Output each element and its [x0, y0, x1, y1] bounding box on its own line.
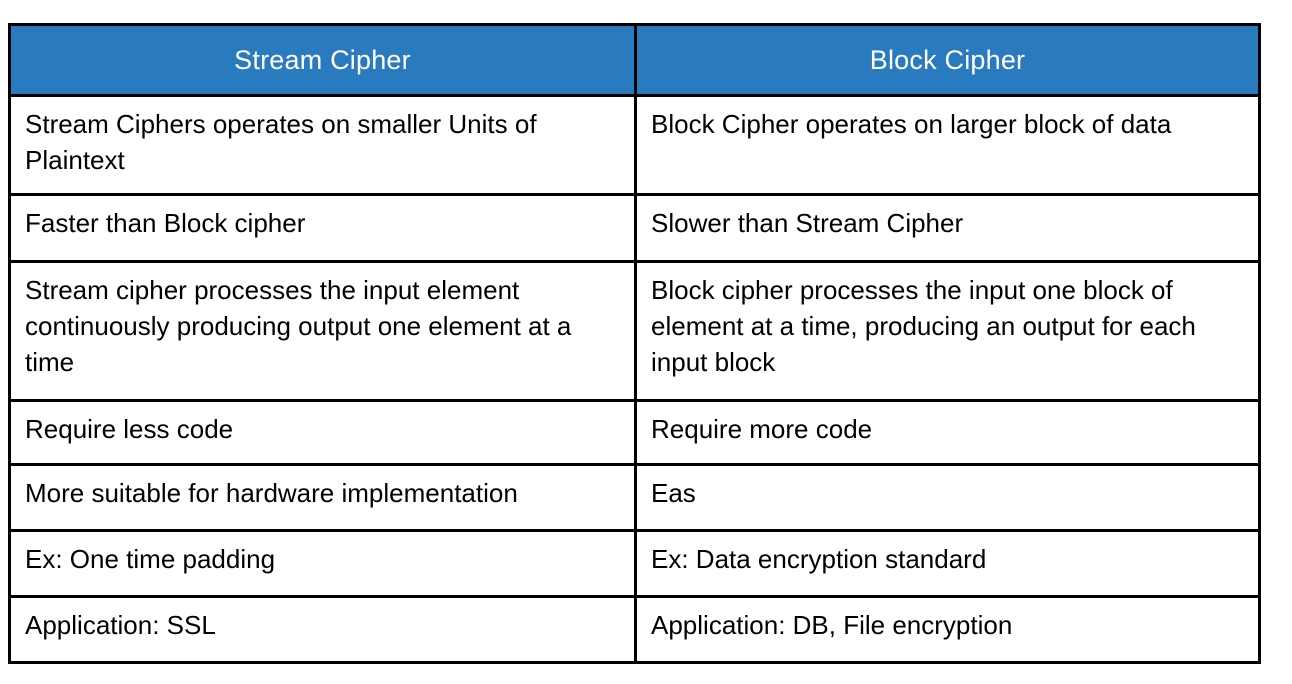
cell-block-cipher: Block Cipher operates on larger block of…: [634, 94, 1261, 196]
cell-stream-cipher: More suitable for hardware implementatio…: [8, 463, 637, 532]
cell-block-cipher: Eas: [634, 463, 1261, 532]
table-row: Stream cipher processes the input elemen…: [8, 260, 1261, 402]
column-header-block-cipher: Block Cipher: [634, 23, 1261, 97]
cell-block-cipher: Slower than Stream Cipher: [634, 193, 1261, 263]
table-header-row: Stream Cipher Block Cipher: [8, 23, 1261, 97]
cell-block-cipher: Require more code: [634, 399, 1261, 466]
stream-vs-block-cipher-table: Stream Cipher Block Cipher Stream Cipher…: [8, 23, 1261, 664]
table-row: Require less code Require more code: [8, 399, 1261, 466]
table-row: Stream Ciphers operates on smaller Units…: [8, 94, 1261, 196]
cell-stream-cipher: Stream cipher processes the input elemen…: [8, 260, 637, 402]
cell-block-cipher: Ex: Data encryption standard: [634, 529, 1261, 598]
comparison-table-container: Stream Cipher Block Cipher Stream Cipher…: [8, 23, 1261, 664]
cell-block-cipher: Block cipher processes the input one blo…: [634, 260, 1261, 402]
cell-stream-cipher: Application: SSL: [8, 595, 637, 664]
table-body: Stream Ciphers operates on smaller Units…: [8, 94, 1261, 664]
cell-block-cipher: Application: DB, File encryption: [634, 595, 1261, 664]
table-row: Application: SSL Application: DB, File e…: [8, 595, 1261, 664]
table-row: Ex: One time padding Ex: Data encryption…: [8, 529, 1261, 598]
cell-stream-cipher: Faster than Block cipher: [8, 193, 637, 263]
cell-stream-cipher: Ex: One time padding: [8, 529, 637, 598]
table-header: Stream Cipher Block Cipher: [8, 23, 1261, 97]
table-row: Faster than Block cipher Slower than Str…: [8, 193, 1261, 263]
cell-stream-cipher: Stream Ciphers operates on smaller Units…: [8, 94, 637, 196]
column-header-stream-cipher: Stream Cipher: [8, 23, 637, 97]
cell-stream-cipher: Require less code: [8, 399, 637, 466]
table-row: More suitable for hardware implementatio…: [8, 463, 1261, 532]
